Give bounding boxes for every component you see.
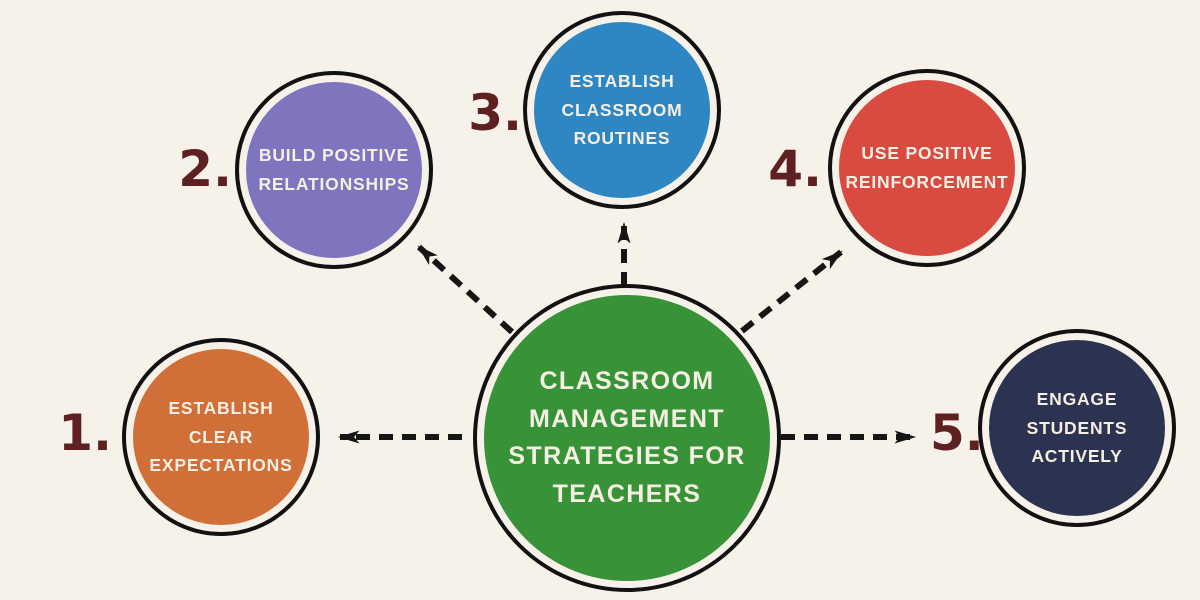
center-title: CLASSROOM MANAGEMENT STRATEGIES FOR TEAC… [508, 363, 745, 513]
node-label-line: ACTIVELY [1031, 446, 1123, 467]
node-circle-4: USE POSITIVE REINFORCEMENT [832, 73, 1022, 263]
center-circle: CLASSROOM MANAGEMENT STRATEGIES FOR TEAC… [477, 288, 777, 588]
node-label-line: REINFORCEMENT [845, 172, 1009, 192]
node-label-line: ESTABLISH [569, 70, 675, 91]
node-label-5: ENGAGE STUDENTS ACTIVELY [1027, 385, 1128, 472]
node-label-4: USE POSITIVE REINFORCEMENT [845, 139, 1008, 197]
node-number-4: 4. [768, 140, 822, 198]
node-circle-2: BUILD POSITIVE RELATIONSHIPS [239, 75, 429, 265]
node-label-line: ROUTINES [573, 128, 671, 149]
arrow-to-node-4 [740, 249, 843, 334]
node-label-line: ENGAGE [1036, 388, 1118, 409]
center-title-line: TEACHERS [552, 479, 702, 508]
node-label-3: ESTABLISH CLASSROOM ROUTINES [562, 67, 683, 154]
node-label-line: STUDENTS [1026, 417, 1128, 438]
node-circle-1: ESTABLISH CLEAR EXPECTATIONS [126, 342, 316, 532]
node-circle-3: ESTABLISH CLASSROOM ROUTINES [527, 15, 717, 205]
node-number-1: 1. [58, 404, 112, 462]
node-label-2: BUILD POSITIVE RELATIONSHIPS [258, 141, 409, 199]
center-title-line: STRATEGIES FOR [508, 442, 746, 470]
node-label-line: ESTABLISH [168, 397, 274, 418]
node-circle-5: ENGAGE STUDENTS ACTIVELY [982, 333, 1172, 523]
node-label-line: CLEAR [188, 426, 254, 447]
node-number-5: 5. [930, 404, 984, 462]
center-title-line: CLASSROOM [539, 367, 715, 395]
node-label-line: BUILD POSITIVE [258, 145, 410, 166]
node-label-line: CLASSROOM [561, 99, 683, 120]
node-number-3: 3. [468, 84, 522, 142]
node-label-1: ESTABLISH CLEAR EXPECTATIONS [149, 394, 292, 481]
center-title-line: MANAGEMENT [529, 404, 725, 433]
node-number-2: 2. [178, 140, 232, 198]
arrow-to-node-2 [416, 244, 515, 335]
node-label-line: RELATIONSHIPS [258, 174, 410, 194]
node-label-line: USE POSITIVE [861, 143, 993, 164]
node-label-line: EXPECTATIONS [149, 455, 293, 476]
